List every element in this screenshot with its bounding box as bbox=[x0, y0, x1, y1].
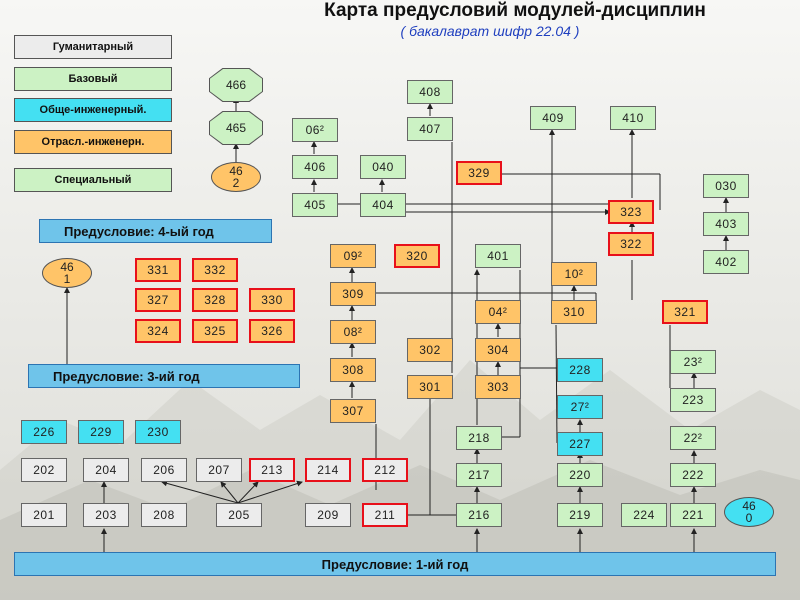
prerequisite-bar-year1: Предусловие: 1-ий год bbox=[14, 552, 776, 576]
legend-industry-engineering: Отрасл.-инженерн. bbox=[14, 130, 172, 154]
legend-special: Специальный bbox=[14, 168, 172, 192]
module-27-2[interactable]: 27² bbox=[557, 395, 603, 419]
module-301[interactable]: 301 bbox=[407, 375, 453, 399]
module-308[interactable]: 308 bbox=[330, 358, 376, 382]
module-205[interactable]: 205 bbox=[216, 503, 262, 527]
module-09-2[interactable]: 09² bbox=[330, 244, 376, 268]
module-227[interactable]: 227 bbox=[557, 432, 603, 456]
prerequisite-bar-year3: Предусловие: 3-ий год bbox=[28, 364, 300, 388]
module-209[interactable]: 209 bbox=[305, 503, 351, 527]
module-302[interactable]: 302 bbox=[407, 338, 453, 362]
module-332[interactable]: 332 bbox=[192, 258, 238, 282]
module-303[interactable]: 303 bbox=[475, 375, 521, 399]
module-201[interactable]: 201 bbox=[21, 503, 67, 527]
module-23-2[interactable]: 23² bbox=[670, 350, 716, 374]
page-subtitle: ( бакалаврат шифр 22.04 ) bbox=[400, 23, 580, 39]
module-304[interactable]: 304 bbox=[475, 338, 521, 362]
module-08-2[interactable]: 08² bbox=[330, 320, 376, 344]
module-324[interactable]: 324 bbox=[135, 319, 181, 343]
module-220[interactable]: 220 bbox=[557, 463, 603, 487]
module-22-2[interactable]: 22² bbox=[670, 426, 716, 450]
module-321[interactable]: 321 bbox=[662, 300, 708, 324]
module-402[interactable]: 402 bbox=[703, 250, 749, 274]
module-331[interactable]: 331 bbox=[135, 258, 181, 282]
legend-basic: Базовый bbox=[14, 67, 172, 91]
module-466[interactable]: 466 bbox=[210, 69, 262, 101]
module-462[interactable]: 462 bbox=[211, 162, 261, 192]
module-405[interactable]: 405 bbox=[292, 193, 338, 217]
module-06-2[interactable]: 06² bbox=[292, 118, 338, 142]
module-230[interactable]: 230 bbox=[135, 420, 181, 444]
module-404[interactable]: 404 bbox=[360, 193, 406, 217]
module-203[interactable]: 203 bbox=[83, 503, 129, 527]
prerequisite-bar-year4: Предусловие: 4-ый год bbox=[39, 219, 272, 243]
module-040[interactable]: 040 bbox=[360, 155, 406, 179]
module-409[interactable]: 409 bbox=[530, 106, 576, 130]
module-310[interactable]: 310 bbox=[551, 300, 597, 324]
module-328[interactable]: 328 bbox=[192, 288, 238, 312]
module-211[interactable]: 211 bbox=[362, 503, 408, 527]
module-212[interactable]: 212 bbox=[362, 458, 408, 482]
module-329[interactable]: 329 bbox=[456, 161, 502, 185]
module-222[interactable]: 222 bbox=[670, 463, 716, 487]
module-214[interactable]: 214 bbox=[305, 458, 351, 482]
module-326[interactable]: 326 bbox=[249, 319, 295, 343]
legend-humanitarian: Гуманитарный bbox=[14, 35, 172, 59]
module-229[interactable]: 229 bbox=[78, 420, 124, 444]
module-407[interactable]: 407 bbox=[407, 117, 453, 141]
page-title: Карта предусловий модулей-дисциплин bbox=[324, 0, 706, 21]
module-202[interactable]: 202 bbox=[21, 458, 67, 482]
module-04-2[interactable]: 04² bbox=[475, 300, 521, 324]
module-226[interactable]: 226 bbox=[21, 420, 67, 444]
module-307[interactable]: 307 bbox=[330, 399, 376, 423]
module-406[interactable]: 406 bbox=[292, 155, 338, 179]
module-218[interactable]: 218 bbox=[456, 426, 502, 450]
module-403[interactable]: 403 bbox=[703, 212, 749, 236]
module-217[interactable]: 217 bbox=[456, 463, 502, 487]
module-10-2[interactable]: 10² bbox=[551, 262, 597, 286]
module-208[interactable]: 208 bbox=[141, 503, 187, 527]
module-207[interactable]: 207 bbox=[196, 458, 242, 482]
module-325[interactable]: 325 bbox=[192, 319, 238, 343]
module-322[interactable]: 322 bbox=[608, 232, 654, 256]
module-206[interactable]: 206 bbox=[141, 458, 187, 482]
module-221[interactable]: 221 bbox=[670, 503, 716, 527]
module-461[interactable]: 461 bbox=[42, 258, 92, 288]
module-219[interactable]: 219 bbox=[557, 503, 603, 527]
module-320[interactable]: 320 bbox=[394, 244, 440, 268]
module-401[interactable]: 401 bbox=[475, 244, 521, 268]
module-465[interactable]: 465 bbox=[210, 112, 262, 144]
module-216[interactable]: 216 bbox=[456, 503, 502, 527]
module-204[interactable]: 204 bbox=[83, 458, 129, 482]
module-224[interactable]: 224 bbox=[621, 503, 667, 527]
module-228[interactable]: 228 bbox=[557, 358, 603, 382]
legend-general-engineering: Обще-инженерный. bbox=[14, 98, 172, 122]
module-309[interactable]: 309 bbox=[330, 282, 376, 306]
module-213[interactable]: 213 bbox=[249, 458, 295, 482]
module-330[interactable]: 330 bbox=[249, 288, 295, 312]
module-030[interactable]: 030 bbox=[703, 174, 749, 198]
module-323[interactable]: 323 bbox=[608, 200, 654, 224]
module-460[interactable]: 460 bbox=[724, 497, 774, 527]
module-410[interactable]: 410 bbox=[610, 106, 656, 130]
module-327[interactable]: 327 bbox=[135, 288, 181, 312]
module-408[interactable]: 408 bbox=[407, 80, 453, 104]
module-223[interactable]: 223 bbox=[670, 388, 716, 412]
